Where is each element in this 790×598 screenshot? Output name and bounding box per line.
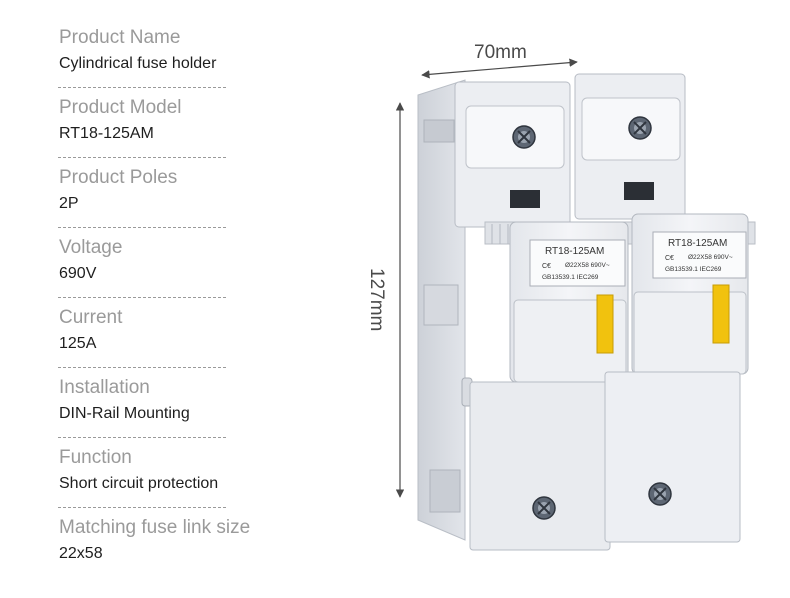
spec-row-product-poles: Product Poles 2P (58, 162, 228, 232)
spec-row-current: Current 125A (58, 302, 228, 372)
label-line-1: Ø22X58 690V~ (688, 254, 733, 261)
spec-label: Product Poles (59, 167, 178, 188)
spec-value: 2P (59, 195, 79, 212)
dashed-divider (58, 507, 226, 508)
width-dimension-arrow (421, 58, 578, 79)
spec-list: Product Name Cylindrical fuse holder Pro… (58, 22, 250, 582)
spec-label: Function (59, 447, 132, 468)
dashed-divider (58, 437, 226, 438)
terminal-screw-icon (648, 482, 672, 506)
spec-row-fuse-link-size: Matching fuse link size 22x58 (58, 512, 250, 582)
spec-row-product-name: Product Name Cylindrical fuse holder (58, 22, 228, 92)
spec-value: 22x58 (59, 545, 103, 562)
spec-value: DIN-Rail Mounting (59, 405, 190, 422)
spec-value: Cylindrical fuse holder (59, 55, 217, 72)
dashed-divider (58, 367, 226, 368)
spec-label: Matching fuse link size (59, 517, 251, 538)
terminal-screw-icon (512, 125, 536, 149)
fuse-holder-body (417, 73, 756, 551)
label-line-1: Ø22X58 690V~ (565, 262, 610, 269)
spec-label: Product Name (59, 27, 181, 48)
width-dimension-label: 70mm (474, 42, 527, 63)
spec-row-installation: Installation DIN-Rail Mounting (58, 372, 228, 442)
spec-row-product-model: Product Model RT18-125AM (58, 92, 228, 162)
terminal-screw-icon (532, 496, 556, 520)
spec-label: Installation (59, 377, 150, 398)
label-model: RT18-125AM (668, 238, 727, 249)
spec-row-voltage: Voltage 690V (58, 232, 228, 302)
height-dimension-label: 127mm (366, 268, 387, 331)
pole-rating-label-left: RT18-125AM Ø22X58 690V~ GB13539.1 IEC269… (529, 239, 626, 287)
dashed-divider (58, 227, 226, 228)
fuse-indicator-window (712, 284, 730, 344)
fuse-indicator-window (596, 294, 614, 354)
pole-rating-label-right: RT18-125AM Ø22X58 690V~ GB13539.1 IEC269… (652, 231, 747, 279)
label-line-2: GB13539.1 IEC269 (542, 274, 599, 281)
dashed-divider (58, 297, 226, 298)
spec-label: Product Model (59, 97, 182, 118)
label-model: RT18-125AM (545, 246, 604, 257)
spec-value: 690V (59, 265, 97, 282)
terminal-screw-icon (628, 116, 652, 140)
dashed-divider (58, 157, 226, 158)
spec-label: Voltage (59, 237, 123, 258)
spec-row-function: Function Short circuit protection (58, 442, 228, 512)
spec-label: Current (59, 307, 123, 328)
label-line-2: GB13539.1 IEC269 (665, 266, 722, 273)
ce-mark-icon: C€ (665, 255, 674, 262)
spec-value: 125A (59, 335, 97, 352)
spec-value: RT18-125AM (59, 125, 154, 142)
dashed-divider (58, 87, 226, 88)
ce-mark-icon: C€ (542, 263, 551, 270)
spec-value: Short circuit protection (59, 475, 219, 492)
